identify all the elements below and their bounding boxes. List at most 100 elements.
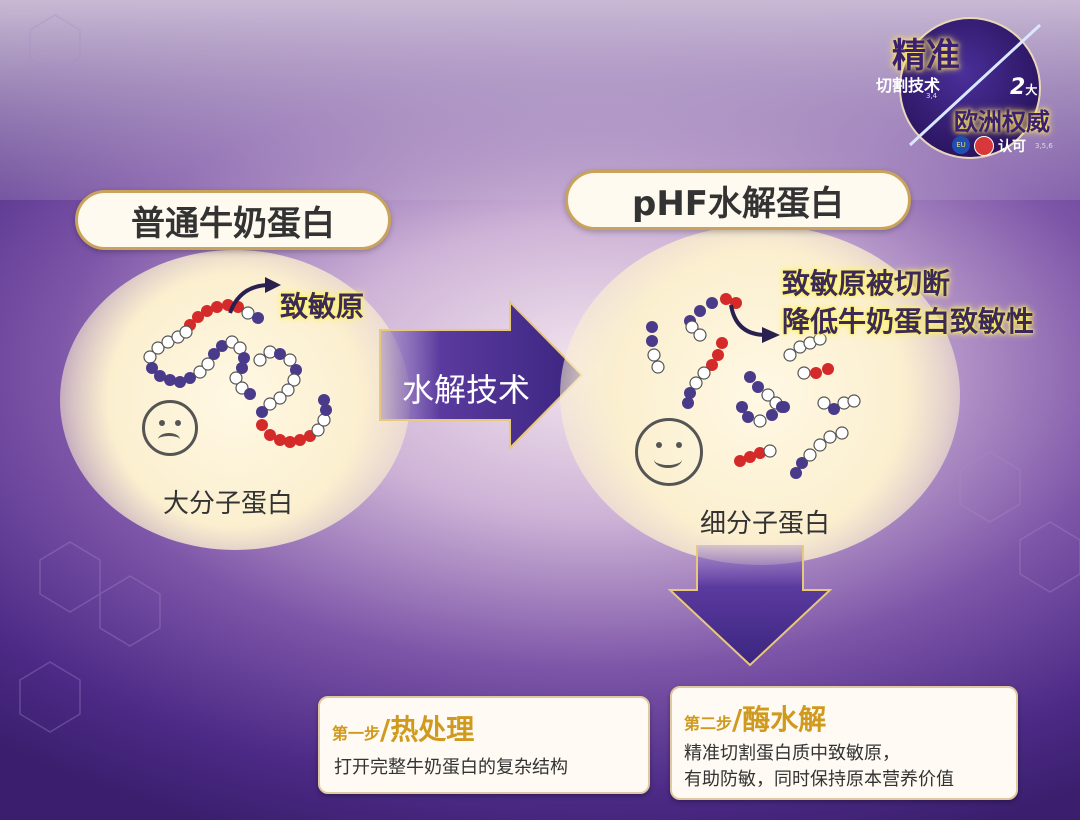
bead — [201, 305, 213, 317]
bead — [201, 357, 215, 371]
step-two-desc-line2: 有助防敏，同时保持原本营养价值 — [684, 769, 954, 790]
bead — [736, 401, 748, 413]
bead — [256, 406, 268, 418]
allergen-note-line1: 致敏原被切断 — [782, 267, 951, 300]
bead — [287, 373, 301, 387]
bead — [281, 383, 295, 397]
bead — [229, 371, 243, 385]
bead — [154, 370, 166, 382]
bead — [274, 348, 286, 360]
process-arrow-icon — [379, 300, 584, 450]
bead — [734, 455, 746, 467]
bead — [847, 394, 861, 408]
badge-line3: 欧洲权威 — [954, 108, 1050, 136]
bead — [318, 394, 330, 406]
bead — [311, 423, 325, 437]
bead — [684, 387, 696, 399]
bead — [763, 444, 777, 458]
bead — [290, 364, 302, 376]
bead — [761, 388, 775, 402]
bead — [822, 363, 834, 375]
allergen-note-line2: 降低牛奶蛋白致敏性 — [782, 305, 1035, 338]
bead — [241, 306, 255, 320]
badge-circle — [899, 17, 1042, 159]
bead — [646, 321, 658, 333]
bead — [179, 325, 193, 339]
cut-arrow-icon — [729, 304, 780, 343]
bead — [766, 409, 778, 421]
step-one-prefix: 第一步 — [332, 724, 381, 743]
bead — [216, 340, 228, 352]
bead — [796, 457, 808, 469]
bead — [263, 397, 277, 411]
bead — [744, 371, 756, 383]
happy-face-icon — [635, 418, 703, 486]
right-title: pHF水解蛋白 — [565, 170, 911, 230]
bead — [706, 359, 718, 371]
bead — [174, 376, 186, 388]
bead — [754, 447, 766, 459]
background-top — [0, 0, 1080, 200]
badge-line1: 精准 — [892, 36, 960, 76]
right-glow — [560, 225, 960, 565]
certification-badge: 精准 切割技术 3,4 2大 欧洲权威 EU 认可 3,5,6 — [870, 10, 1070, 160]
bead — [823, 430, 837, 444]
bead — [790, 467, 802, 479]
bead — [682, 397, 694, 409]
bead — [647, 348, 661, 362]
bead — [146, 362, 158, 374]
step-two-box: 第二步/酶水解 精准切割蛋白质中致敏原， 有助防敏，同时保持原本营养价值 — [670, 686, 1018, 800]
bead — [252, 312, 264, 324]
bead — [752, 381, 764, 393]
step-one-box: 第一步/热处理 打开完整牛奶蛋白的复杂结构 — [318, 696, 650, 794]
step-one-name: 热处理 — [390, 713, 475, 746]
bead — [253, 353, 267, 367]
process-arrow-label: 水解技术 — [402, 371, 531, 409]
bead — [164, 374, 176, 386]
sad-face-icon — [142, 400, 198, 456]
bead — [192, 311, 204, 323]
bead — [753, 414, 767, 428]
bead — [694, 305, 706, 317]
bead — [651, 360, 665, 374]
bead — [284, 436, 296, 448]
allergen-arrow-icon — [228, 277, 281, 314]
step-one-desc: 打开完整牛奶蛋白的复杂结构 — [334, 757, 568, 778]
bead — [828, 403, 840, 415]
eu-logo-icon: EU — [952, 136, 970, 154]
badge-line2: 切割技术 — [876, 76, 941, 95]
bead — [274, 434, 286, 446]
left-caption: 大分子蛋白 — [163, 489, 294, 519]
bead — [813, 332, 827, 346]
bead — [317, 413, 331, 427]
bead — [283, 353, 297, 367]
bead — [783, 348, 797, 362]
badge-sup2: 3,5,6 — [1035, 142, 1053, 150]
bead — [693, 328, 707, 342]
bead — [813, 438, 827, 452]
bead — [685, 320, 699, 334]
bead — [810, 367, 822, 379]
bead — [211, 301, 223, 313]
bead — [273, 391, 287, 405]
bead — [797, 366, 811, 380]
allergen-label: 致敏原 — [280, 290, 365, 323]
bead — [236, 362, 248, 374]
bead — [817, 396, 831, 410]
bead — [294, 434, 306, 446]
badge-sup1: 3,4 — [926, 92, 938, 100]
bead — [697, 366, 711, 380]
badge-line4: 认可 — [998, 139, 1026, 155]
bead — [320, 404, 332, 416]
bead — [208, 348, 220, 360]
bead — [706, 297, 718, 309]
bead — [244, 388, 256, 400]
step-two-prefix: 第二步 — [684, 714, 733, 733]
bead — [646, 335, 658, 347]
bead — [238, 352, 250, 364]
bead — [184, 372, 196, 384]
bead — [776, 401, 788, 413]
badge-count: 2大 — [1010, 75, 1038, 100]
partner-logo-icon — [974, 136, 994, 156]
